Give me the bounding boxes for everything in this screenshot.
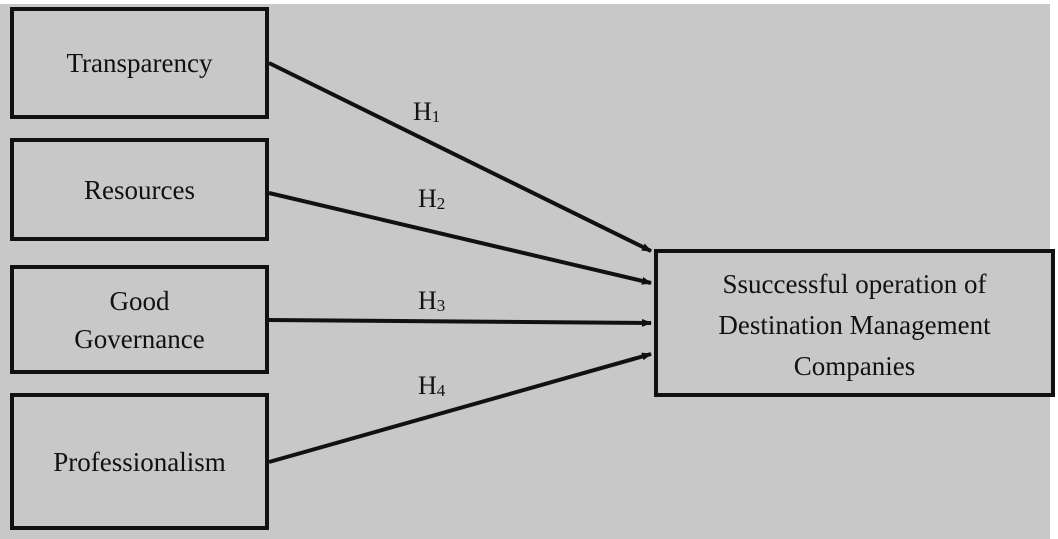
- predictor-label-professionalism: Professionalism: [53, 446, 226, 477]
- hypothesis-label-h3: H3: [418, 286, 445, 319]
- predictor-label-line: Governance: [74, 323, 205, 354]
- predictor-box-professionalism: Professionalism: [10, 393, 269, 530]
- predictor-box-good-governance: Good Governance: [10, 265, 269, 374]
- arrow-h1: [268, 61, 652, 253]
- predictor-label-transparency: Transparency: [66, 48, 213, 78]
- hypothesis-number: 3: [436, 296, 446, 315]
- hypothesis-label-h4: H4: [418, 371, 445, 404]
- hypothesis-letter: H: [413, 97, 432, 126]
- outcome-label-line: Destination Management: [718, 309, 991, 340]
- predictor-label-line: Good: [109, 285, 170, 316]
- outcome-label-line: Companies: [793, 350, 916, 381]
- predictor-box-resources: Resources: [10, 138, 269, 241]
- hypothesis-letter: H: [418, 184, 437, 213]
- outcome-label-line: Ssuccessful operation of: [722, 268, 987, 299]
- predictor-label-good-governance: Good Governance: [74, 282, 204, 358]
- hypothesis-number: 4: [436, 381, 446, 400]
- hypothesis-letter: H: [418, 286, 437, 315]
- hypothesis-number: 1: [431, 107, 441, 126]
- arrow-h2: [268, 191, 652, 285]
- hypothesis-label-h2: H2: [418, 184, 445, 217]
- hypothesis-letter: H: [418, 371, 437, 400]
- outcome-box: Ssuccessful operation of Destination Man…: [654, 249, 1055, 397]
- hypothesis-number: 2: [436, 194, 446, 213]
- arrow-h3: [268, 318, 652, 327]
- hypothesis-label-h1: H1: [413, 97, 440, 130]
- arrow-h4: [268, 352, 652, 464]
- predictor-label-resources: Resources: [84, 174, 195, 205]
- outcome-label: Ssuccessful operation of Destination Man…: [718, 262, 990, 385]
- predictor-box-transparency: Transparency: [10, 7, 269, 119]
